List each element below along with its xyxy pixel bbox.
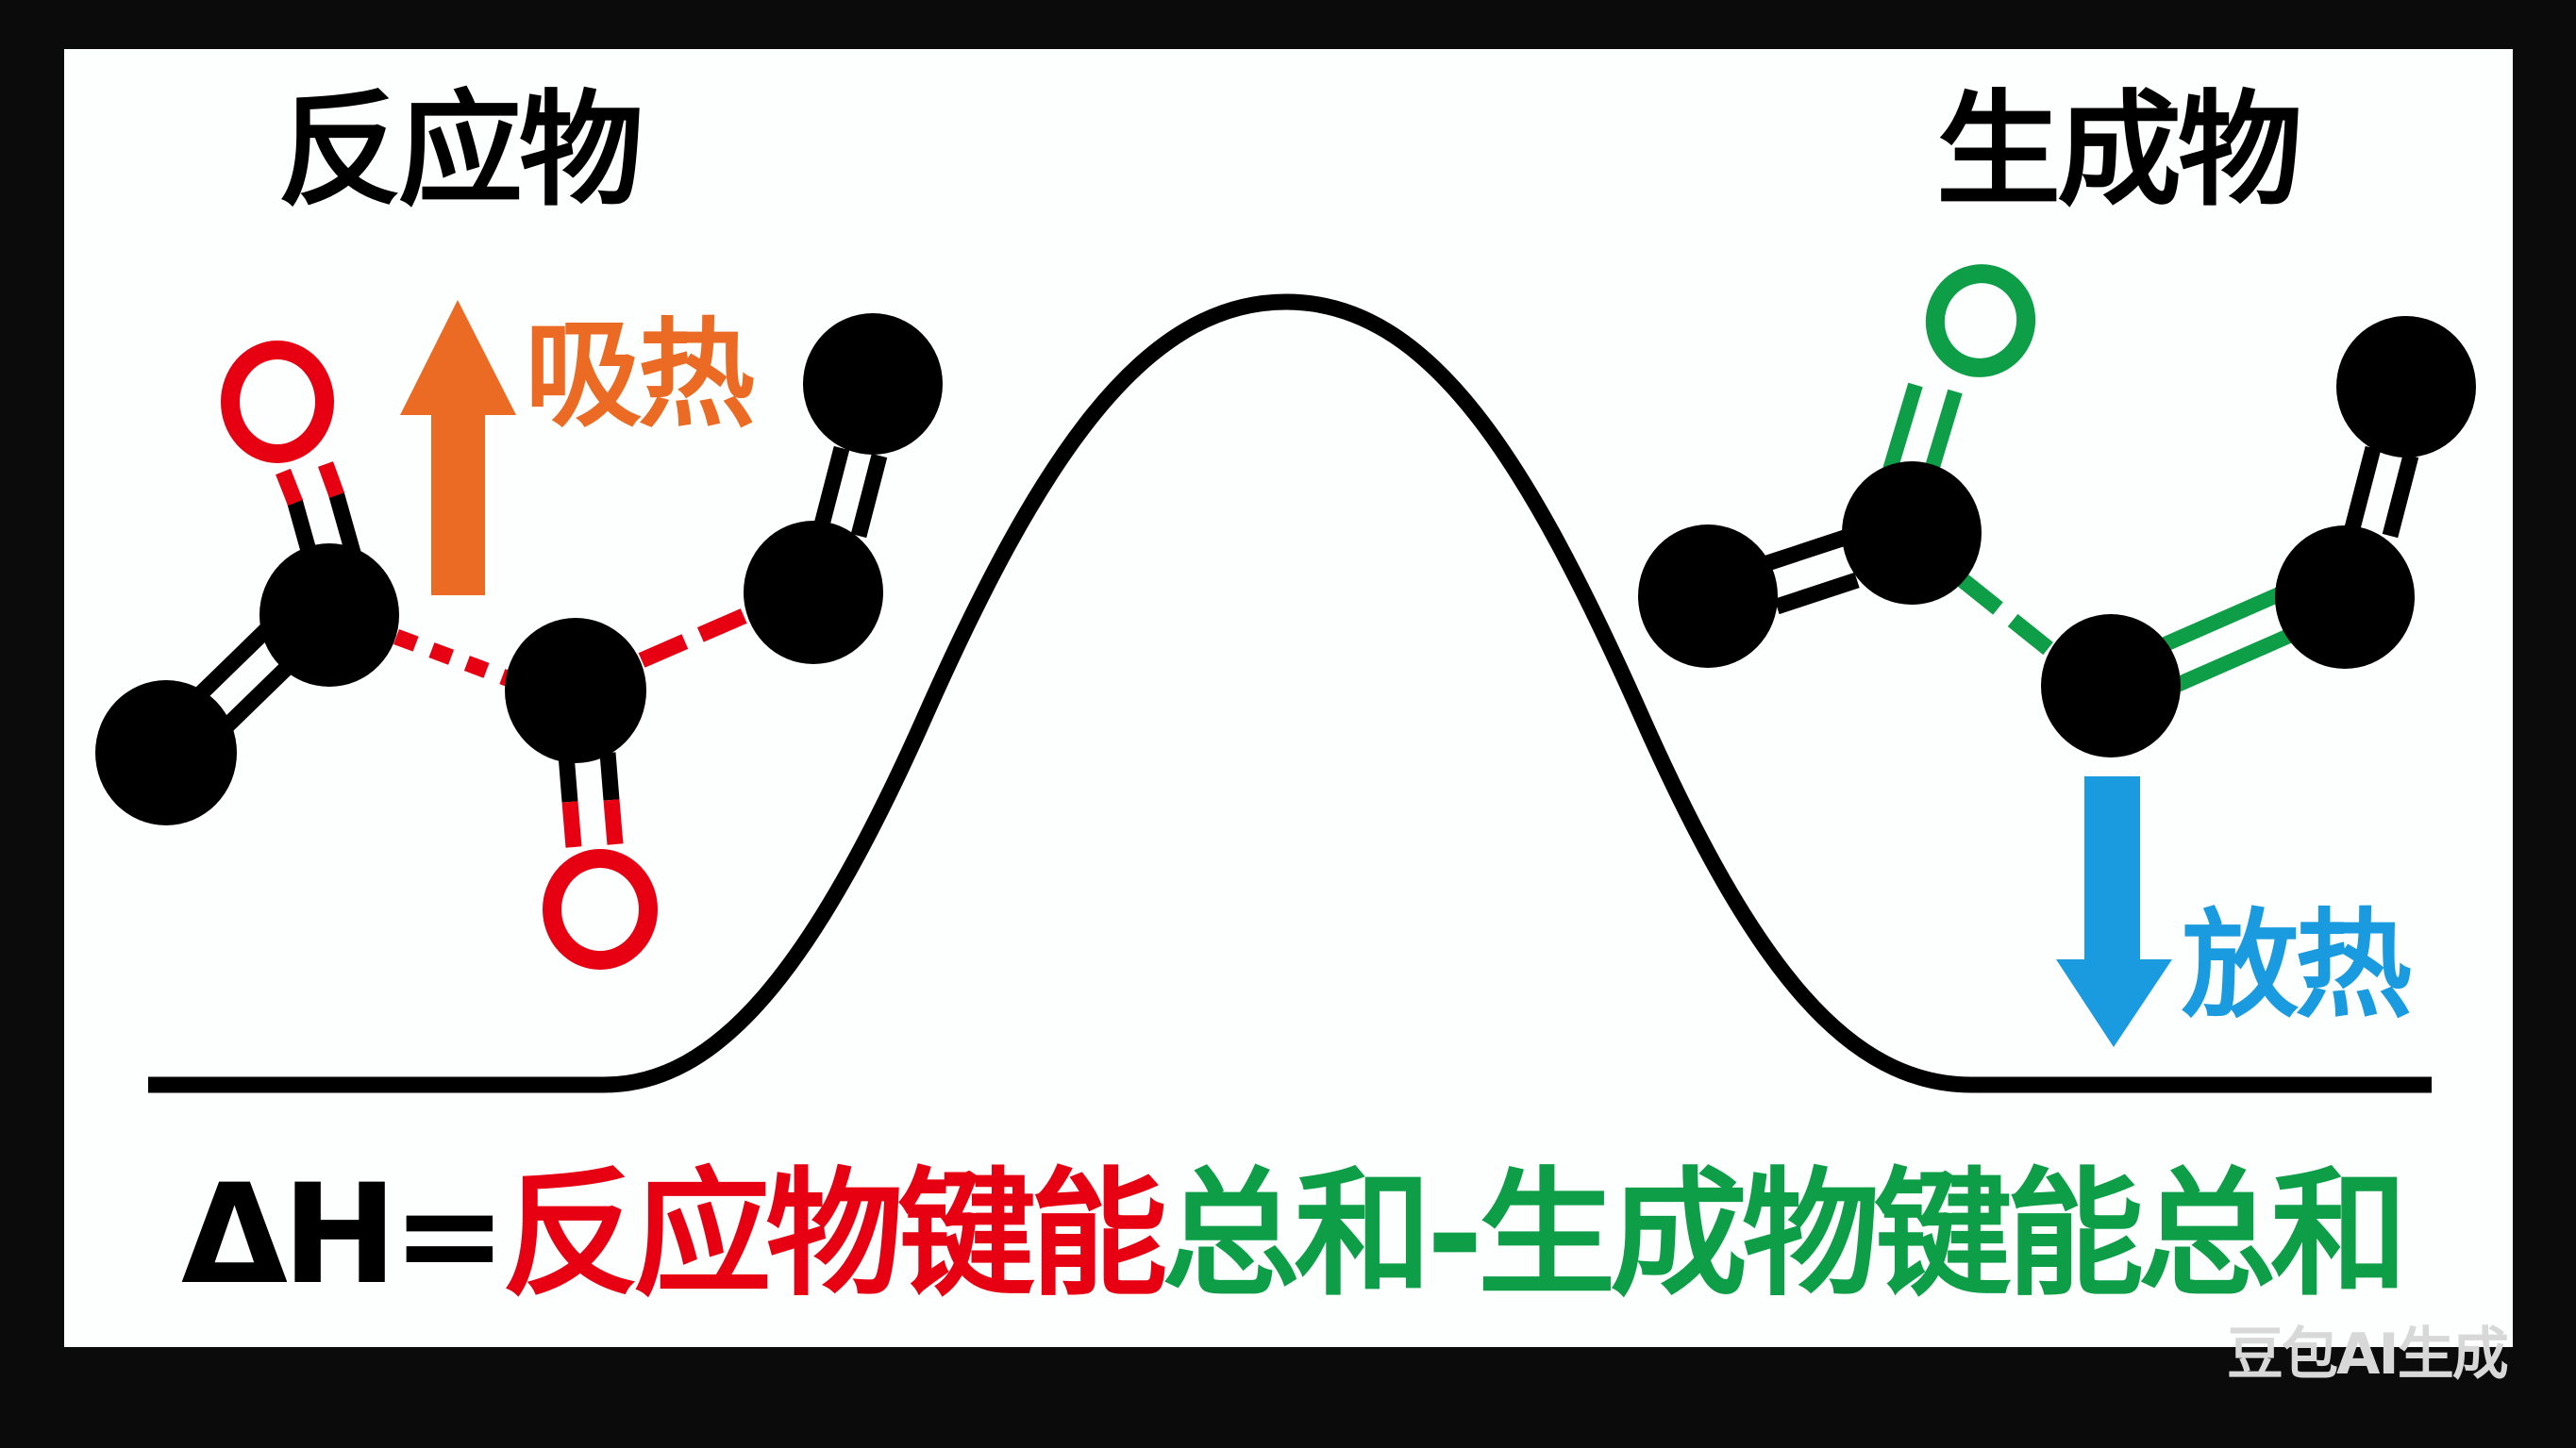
reactants-title: 反应物	[277, 78, 644, 224]
ai-generated-watermark: 豆包AI生成	[2227, 1322, 2509, 1388]
product-carbon-left	[1638, 524, 1778, 668]
product-molecule	[1638, 264, 2476, 757]
reactant-breaking-bond-2	[638, 606, 754, 668]
product-oxygen-top	[1925, 264, 2036, 377]
reactant-oxygen-bottom	[543, 849, 658, 970]
reactant-oxygen-top	[221, 341, 334, 463]
product-carbon-3	[2275, 525, 2415, 669]
equation-reactant-bond-energy: 反应物键能	[501, 1155, 1168, 1315]
product-cc-double-bond-green	[2157, 585, 2301, 693]
reactant-breaking-bond-1	[393, 629, 512, 687]
reactant-co-double-bond-bottom	[558, 752, 624, 848]
heat-absorb-arrow-icon	[400, 300, 516, 595]
reactant-carbon-4	[803, 313, 943, 455]
product-carbon-2	[2041, 614, 2181, 757]
reactant-carbon-2	[505, 618, 646, 763]
product-forming-bond-1	[1957, 574, 2063, 662]
equation-prefix: ΔH=	[181, 1155, 508, 1315]
heat-release-label: 放热	[2182, 898, 2412, 1034]
enthalpy-equation: ΔH=反应物键能总和-生成物键能总和	[181, 1166, 2408, 1304]
products-title: 生成物	[1936, 78, 2302, 224]
reactant-carbon-left	[95, 680, 237, 825]
heat-release-arrow-icon	[2056, 776, 2172, 1047]
equation-sum-1: 总和	[1162, 1155, 1432, 1315]
heat-absorb-label: 吸热	[525, 308, 755, 443]
reactant-carbon-3	[744, 521, 883, 664]
product-carbon-4	[2336, 316, 2476, 458]
reactant-molecule	[95, 313, 943, 970]
product-cc-double-bond-right	[2344, 445, 2419, 539]
reactant-cc-double-bond-right	[812, 445, 888, 539]
reactant-carbon-1	[259, 543, 399, 687]
energy-profile-curve	[148, 293, 2432, 1093]
product-cc-double-bond-left	[1762, 529, 1860, 615]
product-co-double-bond	[1882, 382, 1963, 479]
product-carbon-1	[1842, 461, 1982, 605]
equation-product-part: -生成物键能总和	[1426, 1155, 2409, 1315]
